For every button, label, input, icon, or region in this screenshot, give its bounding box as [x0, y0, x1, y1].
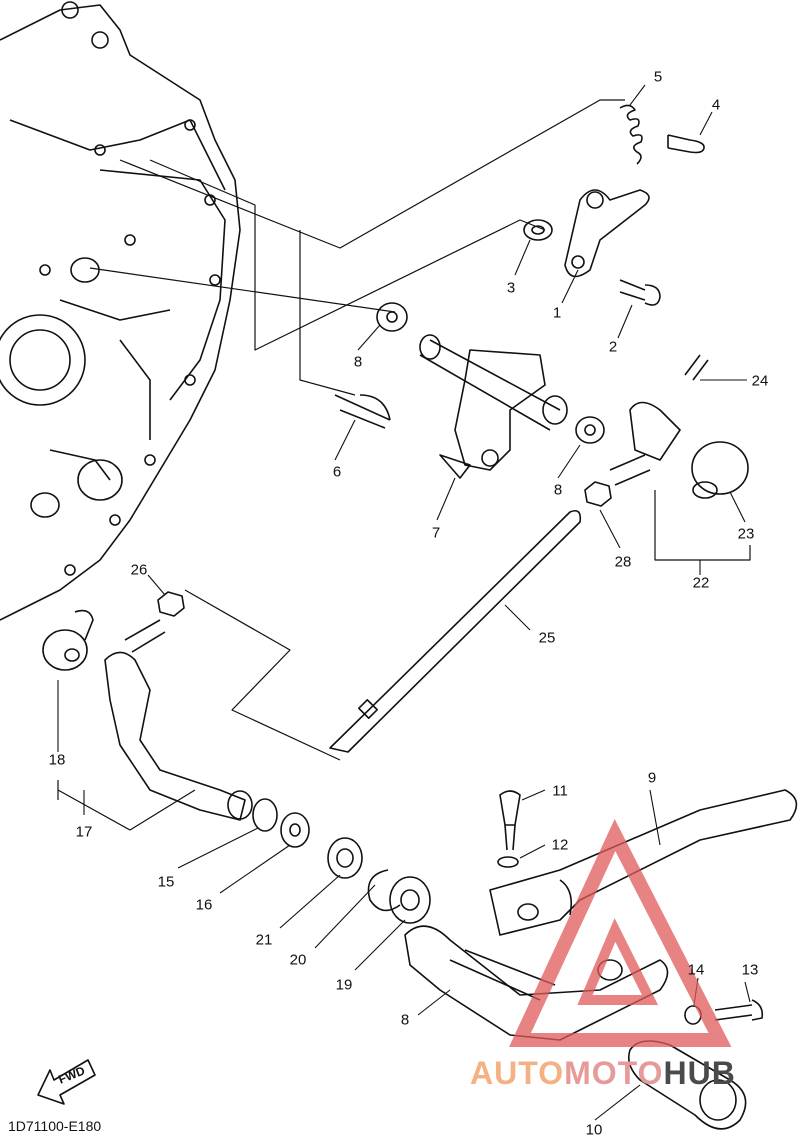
callout-9: 8 [400, 1011, 410, 1029]
callout-1: 1 [552, 304, 562, 322]
rod-end-joint-part [42, 609, 94, 671]
callout-15: 14 [687, 961, 705, 979]
callout-7: 7 [431, 524, 441, 542]
reference-lines [57, 99, 751, 831]
shift-pedal-part [489, 789, 798, 936]
callout-23: 22 [692, 574, 710, 592]
bolt-part [619, 279, 661, 306]
bolt-part-14 [714, 999, 764, 1021]
callout-leaders [57, 84, 751, 1121]
shift-rod-part [329, 509, 582, 753]
callout-22: 21 [255, 931, 273, 949]
callout-3: 3 [506, 279, 516, 297]
callout-27: 26 [130, 561, 148, 579]
watermark-text: AUTOMOTOHUB [470, 1055, 736, 1091]
washer-part-lower [575, 416, 605, 444]
bushing-part-20 [389, 876, 431, 924]
callout-10: 9 [647, 769, 657, 787]
oil-seal-part-22 [327, 837, 363, 879]
callout-8-upper: 8 [353, 353, 363, 371]
callout-6: 6 [332, 463, 342, 481]
callout-8-lower: 8 [553, 481, 563, 499]
shift-lever-part [404, 925, 669, 1041]
callout-20: 19 [335, 976, 353, 994]
callout-5: 5 [653, 68, 663, 86]
shift-shaft-part [419, 334, 568, 479]
callout-25: 24 [751, 372, 769, 390]
callout-16: 15 [157, 873, 175, 891]
washer-part-13 [497, 856, 519, 868]
callout-4: 4 [711, 96, 721, 114]
callout-28: 28 [614, 553, 632, 571]
nut-part-27 [157, 591, 185, 617]
callout-21: 20 [289, 951, 307, 969]
spring-part [619, 104, 643, 165]
bolt-part-12 [499, 790, 521, 851]
callout-11: 10 [585, 1121, 603, 1137]
shift-arm-part [104, 619, 253, 821]
collar-part [523, 219, 553, 241]
callout-13: 12 [551, 836, 569, 854]
callout-19: 18 [48, 751, 66, 769]
callout-17: 16 [195, 896, 213, 914]
circlip-part-16 [252, 798, 278, 832]
crankcase-outline [0, 1, 241, 621]
rod-joint-part [609, 354, 749, 499]
callout-18: 17 [75, 823, 93, 841]
callout-26: 25 [538, 629, 556, 647]
pin-part [667, 134, 705, 154]
callout-2: 2 [608, 338, 618, 356]
watermark-logo [509, 819, 732, 1047]
stud-bolt-part [334, 394, 391, 429]
callout-24: 23 [737, 525, 755, 543]
stopper-lever-part [564, 189, 650, 278]
fwd-arrow-icon [37, 1059, 96, 1105]
washer-part-upper [376, 302, 408, 332]
washer-part-17 [280, 812, 310, 848]
nut-part-28 [584, 481, 612, 507]
callout-14: 13 [741, 961, 759, 979]
drawing-code: 1D71100-E180 [8, 1118, 102, 1134]
circlip-part-21 [367, 869, 401, 912]
callout-12: 11 [552, 782, 568, 800]
